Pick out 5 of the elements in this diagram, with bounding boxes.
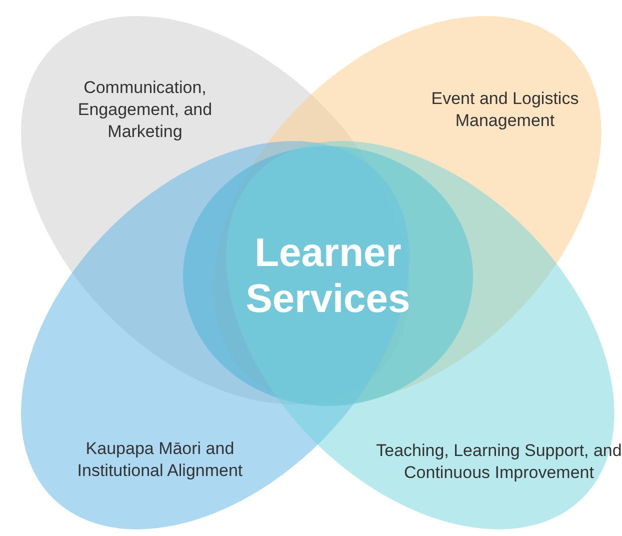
area-label: Event and Logistics Management: [430, 88, 580, 132]
area-label: Communication, Engagement, and Marketing: [76, 76, 214, 143]
center-title: Learner Services: [244, 230, 412, 322]
area-label: Kaupapa Māori and Institutional Alignment: [76, 438, 244, 482]
area-label: Teaching, Learning Support, and Continuous Improvement: [376, 440, 622, 484]
